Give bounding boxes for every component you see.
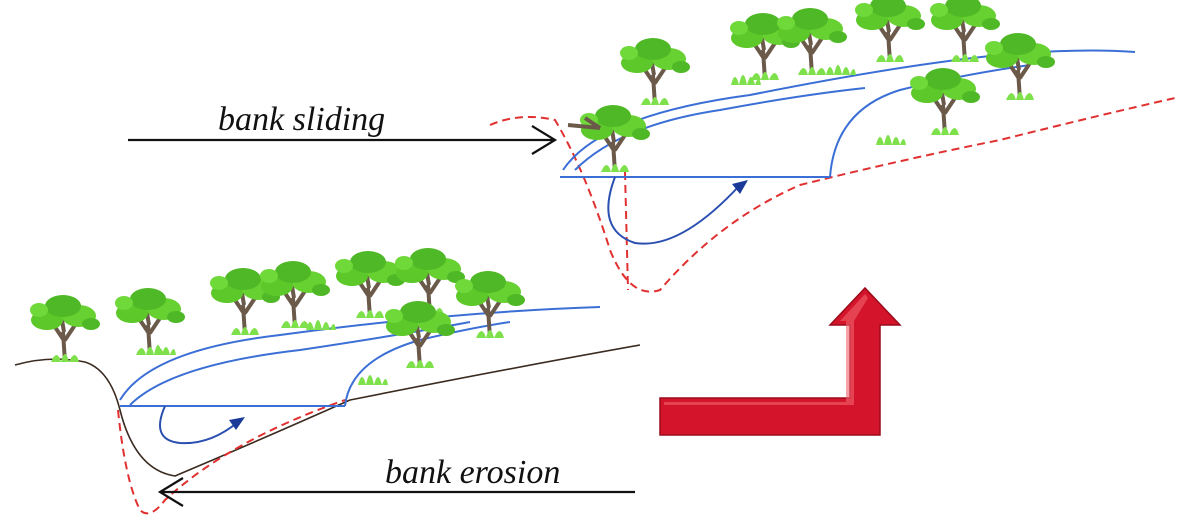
bank-surface-bottom — [119, 306, 601, 401]
eddy-arrowhead-bottom — [229, 417, 245, 430]
flow-line-top-inner — [574, 87, 866, 171]
bank-erosion-label: bank erosion — [385, 454, 560, 491]
ground-profile-bottom — [14, 344, 641, 477]
failure-surface-bottom — [117, 399, 346, 515]
eddy-top — [607, 176, 741, 245]
trees-top — [578, 0, 1057, 174]
bank-sliding-panel — [489, 0, 1176, 293]
bank-erosion-arrow: bank erosion — [157, 454, 635, 507]
fallen-branch — [567, 116, 602, 130]
flow-line-top-back — [829, 64, 1031, 178]
bank-erosion-panel — [14, 246, 641, 515]
transition-arrow — [659, 286, 902, 436]
eddy-arrowhead-top — [732, 180, 748, 194]
eddy-bottom — [159, 405, 239, 445]
bank-sliding-label: bank sliding — [218, 101, 385, 138]
bank-sliding-arrow: bank sliding — [128, 101, 558, 155]
failure-vertical-top — [624, 171, 629, 291]
